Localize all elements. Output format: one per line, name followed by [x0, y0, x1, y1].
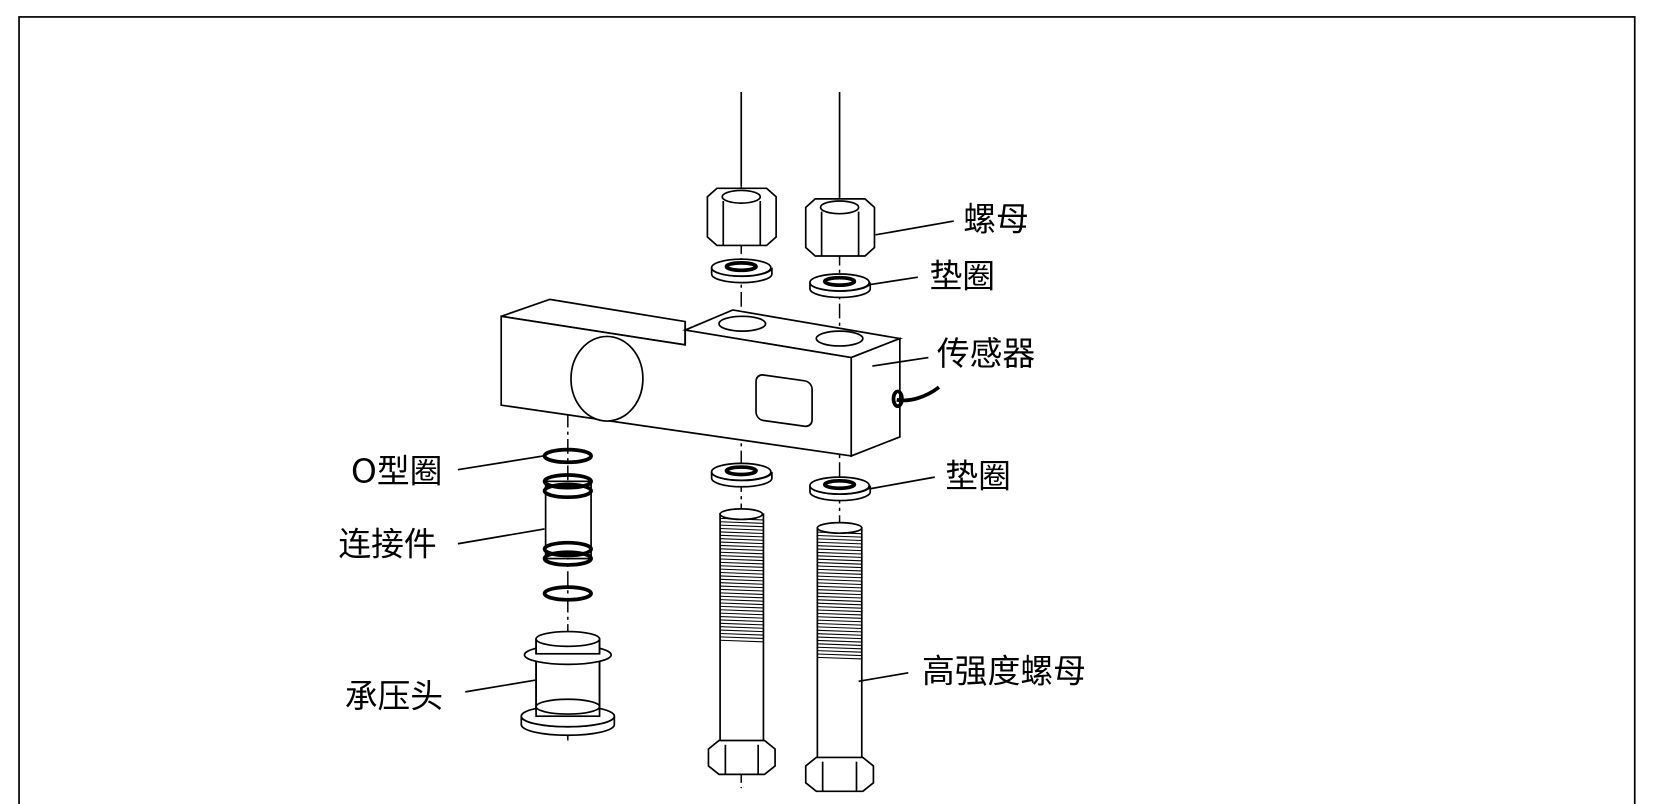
thread-line — [720, 534, 764, 538]
thread-line — [817, 643, 862, 646]
thread-line — [817, 633, 862, 636]
label-high-strength-bolt: 高强度螺母 — [922, 652, 1086, 690]
thread-line — [720, 544, 764, 548]
thread-line — [720, 588, 764, 592]
thread-line — [720, 555, 764, 558]
thread-line — [817, 582, 862, 586]
thread-line — [720, 527, 764, 531]
thread-line — [817, 585, 862, 589]
thread-line — [817, 629, 862, 633]
thread-line — [720, 626, 764, 629]
thread-line — [817, 534, 862, 538]
thread-line — [817, 650, 862, 653]
connector-part — [542, 473, 593, 567]
thread-line — [720, 524, 764, 528]
thread-line — [817, 622, 862, 626]
bearing-head-part — [520, 630, 616, 737]
thread-line — [720, 582, 764, 585]
thread-line — [817, 572, 862, 575]
thread-line — [720, 575, 764, 579]
label-o-ring: O型圈 — [351, 452, 442, 490]
thread-line — [720, 565, 764, 568]
thread-line — [817, 551, 862, 555]
thread-line — [817, 548, 862, 552]
thread-line — [720, 619, 764, 623]
thread-line — [817, 616, 862, 619]
thread-line — [817, 606, 862, 609]
thread-line — [720, 632, 764, 636]
thread-line — [817, 578, 862, 582]
thread-line — [720, 595, 764, 599]
thread-line — [720, 605, 764, 609]
thread-line — [817, 602, 862, 606]
thread-line — [817, 541, 862, 545]
thread-line — [720, 636, 764, 639]
leader-lines — [457, 220, 954, 693]
thread-line — [817, 565, 862, 569]
thread-line — [817, 592, 862, 596]
thread-line — [817, 595, 862, 599]
thread-line — [817, 609, 862, 613]
thread-line — [720, 629, 764, 633]
thread-line — [720, 521, 764, 524]
nut-left — [706, 187, 777, 247]
thread-line — [720, 551, 764, 555]
thread-line — [817, 545, 862, 548]
thread-line — [720, 568, 764, 572]
thread-line — [817, 568, 862, 572]
nut-right — [804, 198, 876, 257]
thread-line — [817, 636, 862, 640]
thread-line — [817, 626, 862, 630]
thread-line — [720, 531, 764, 535]
thread-line — [817, 562, 862, 565]
load-cell-sensor — [500, 298, 941, 458]
bolt-right — [804, 521, 875, 793]
thread-line — [720, 602, 764, 606]
thread-line — [817, 538, 862, 542]
label-connector: 连接件 — [338, 525, 436, 563]
bolt-left — [707, 508, 776, 776]
o-rings — [542, 447, 593, 602]
thread-line — [720, 592, 764, 595]
thread-line — [720, 548, 764, 551]
thread-line — [817, 558, 862, 562]
label-sensor: 传感器 — [937, 335, 1035, 373]
diagram-frame — [18, 16, 1636, 804]
thread-line — [720, 572, 764, 575]
thread-line — [817, 612, 862, 616]
thread-line — [720, 538, 764, 541]
thread-line — [720, 585, 764, 589]
thread-line — [720, 558, 764, 562]
label-washer-top: 垫圈 — [929, 258, 995, 296]
thread-line — [817, 646, 862, 650]
thread-line — [817, 599, 862, 602]
thread-line — [720, 616, 764, 619]
thread-line — [817, 619, 862, 623]
thread-line — [720, 609, 764, 612]
thread-line — [817, 639, 862, 643]
thread-line — [817, 656, 862, 660]
thread-line — [720, 612, 764, 616]
label-nut: 螺母 — [963, 201, 1029, 239]
thread-line — [817, 653, 862, 657]
thread-line — [720, 599, 764, 602]
label-bearing-head: 承压头 — [345, 678, 443, 716]
label-washer-bottom: 垫圈 — [945, 458, 1011, 496]
thread-line — [720, 578, 764, 582]
thread-line — [720, 622, 764, 626]
thread-line — [720, 541, 764, 545]
thread-line — [817, 555, 862, 558]
thread-line — [720, 561, 764, 565]
washers — [710, 258, 872, 502]
thread-line — [720, 639, 764, 643]
thread-line — [817, 589, 862, 592]
thread-line — [817, 575, 862, 579]
